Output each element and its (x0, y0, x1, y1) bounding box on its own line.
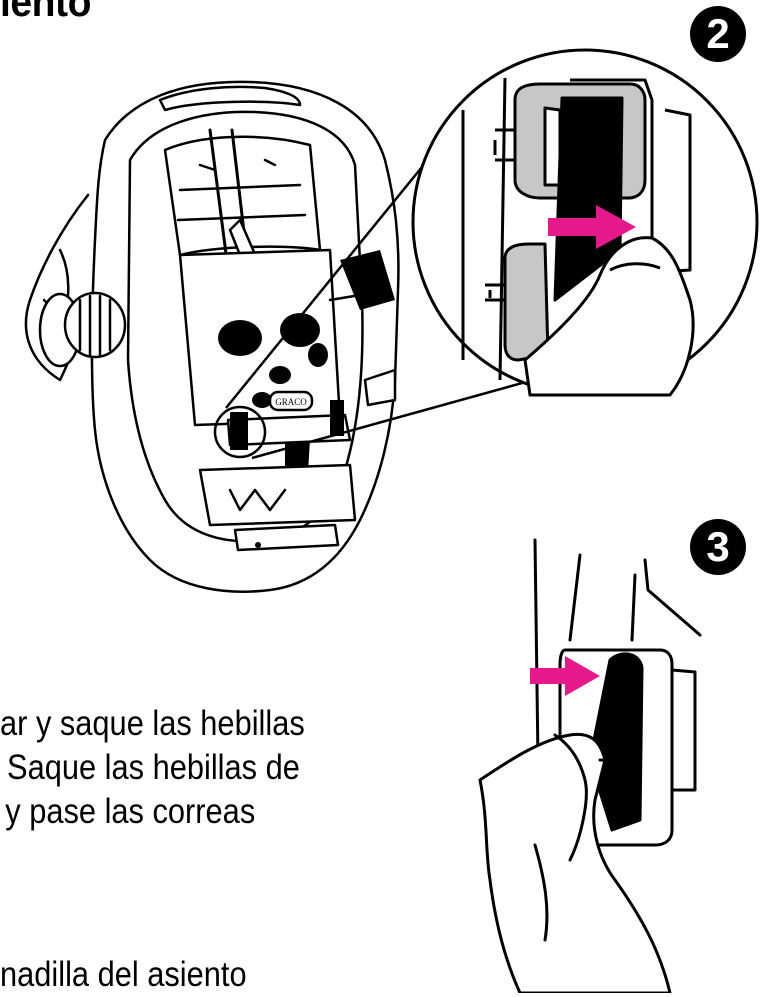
instruction-paragraph-1: ar y saque las hebillas Saque las hebill… (0, 702, 305, 834)
step-2-badge: 2 (690, 6, 746, 62)
instruction-line: nadilla del asiento (0, 955, 247, 994)
push-arrow-step2 (548, 205, 636, 249)
zoom-detail-step2 (411, 48, 759, 397)
car-seat-illustration (24, 80, 400, 593)
push-arrow-step3 (530, 656, 600, 696)
step3-illustration (478, 538, 702, 993)
instruction-paragraph-2: nadilla del asiento (0, 953, 247, 997)
step-3-badge: 3 (690, 519, 746, 575)
instruction-line: ar y saque las hebillas (0, 704, 305, 743)
instruction-line: y pase las correas (5, 792, 256, 831)
section-heading: iento (0, 0, 91, 25)
instruction-line: Saque las hebillas de (7, 748, 300, 787)
graco-logo: GRACO (275, 397, 307, 407)
